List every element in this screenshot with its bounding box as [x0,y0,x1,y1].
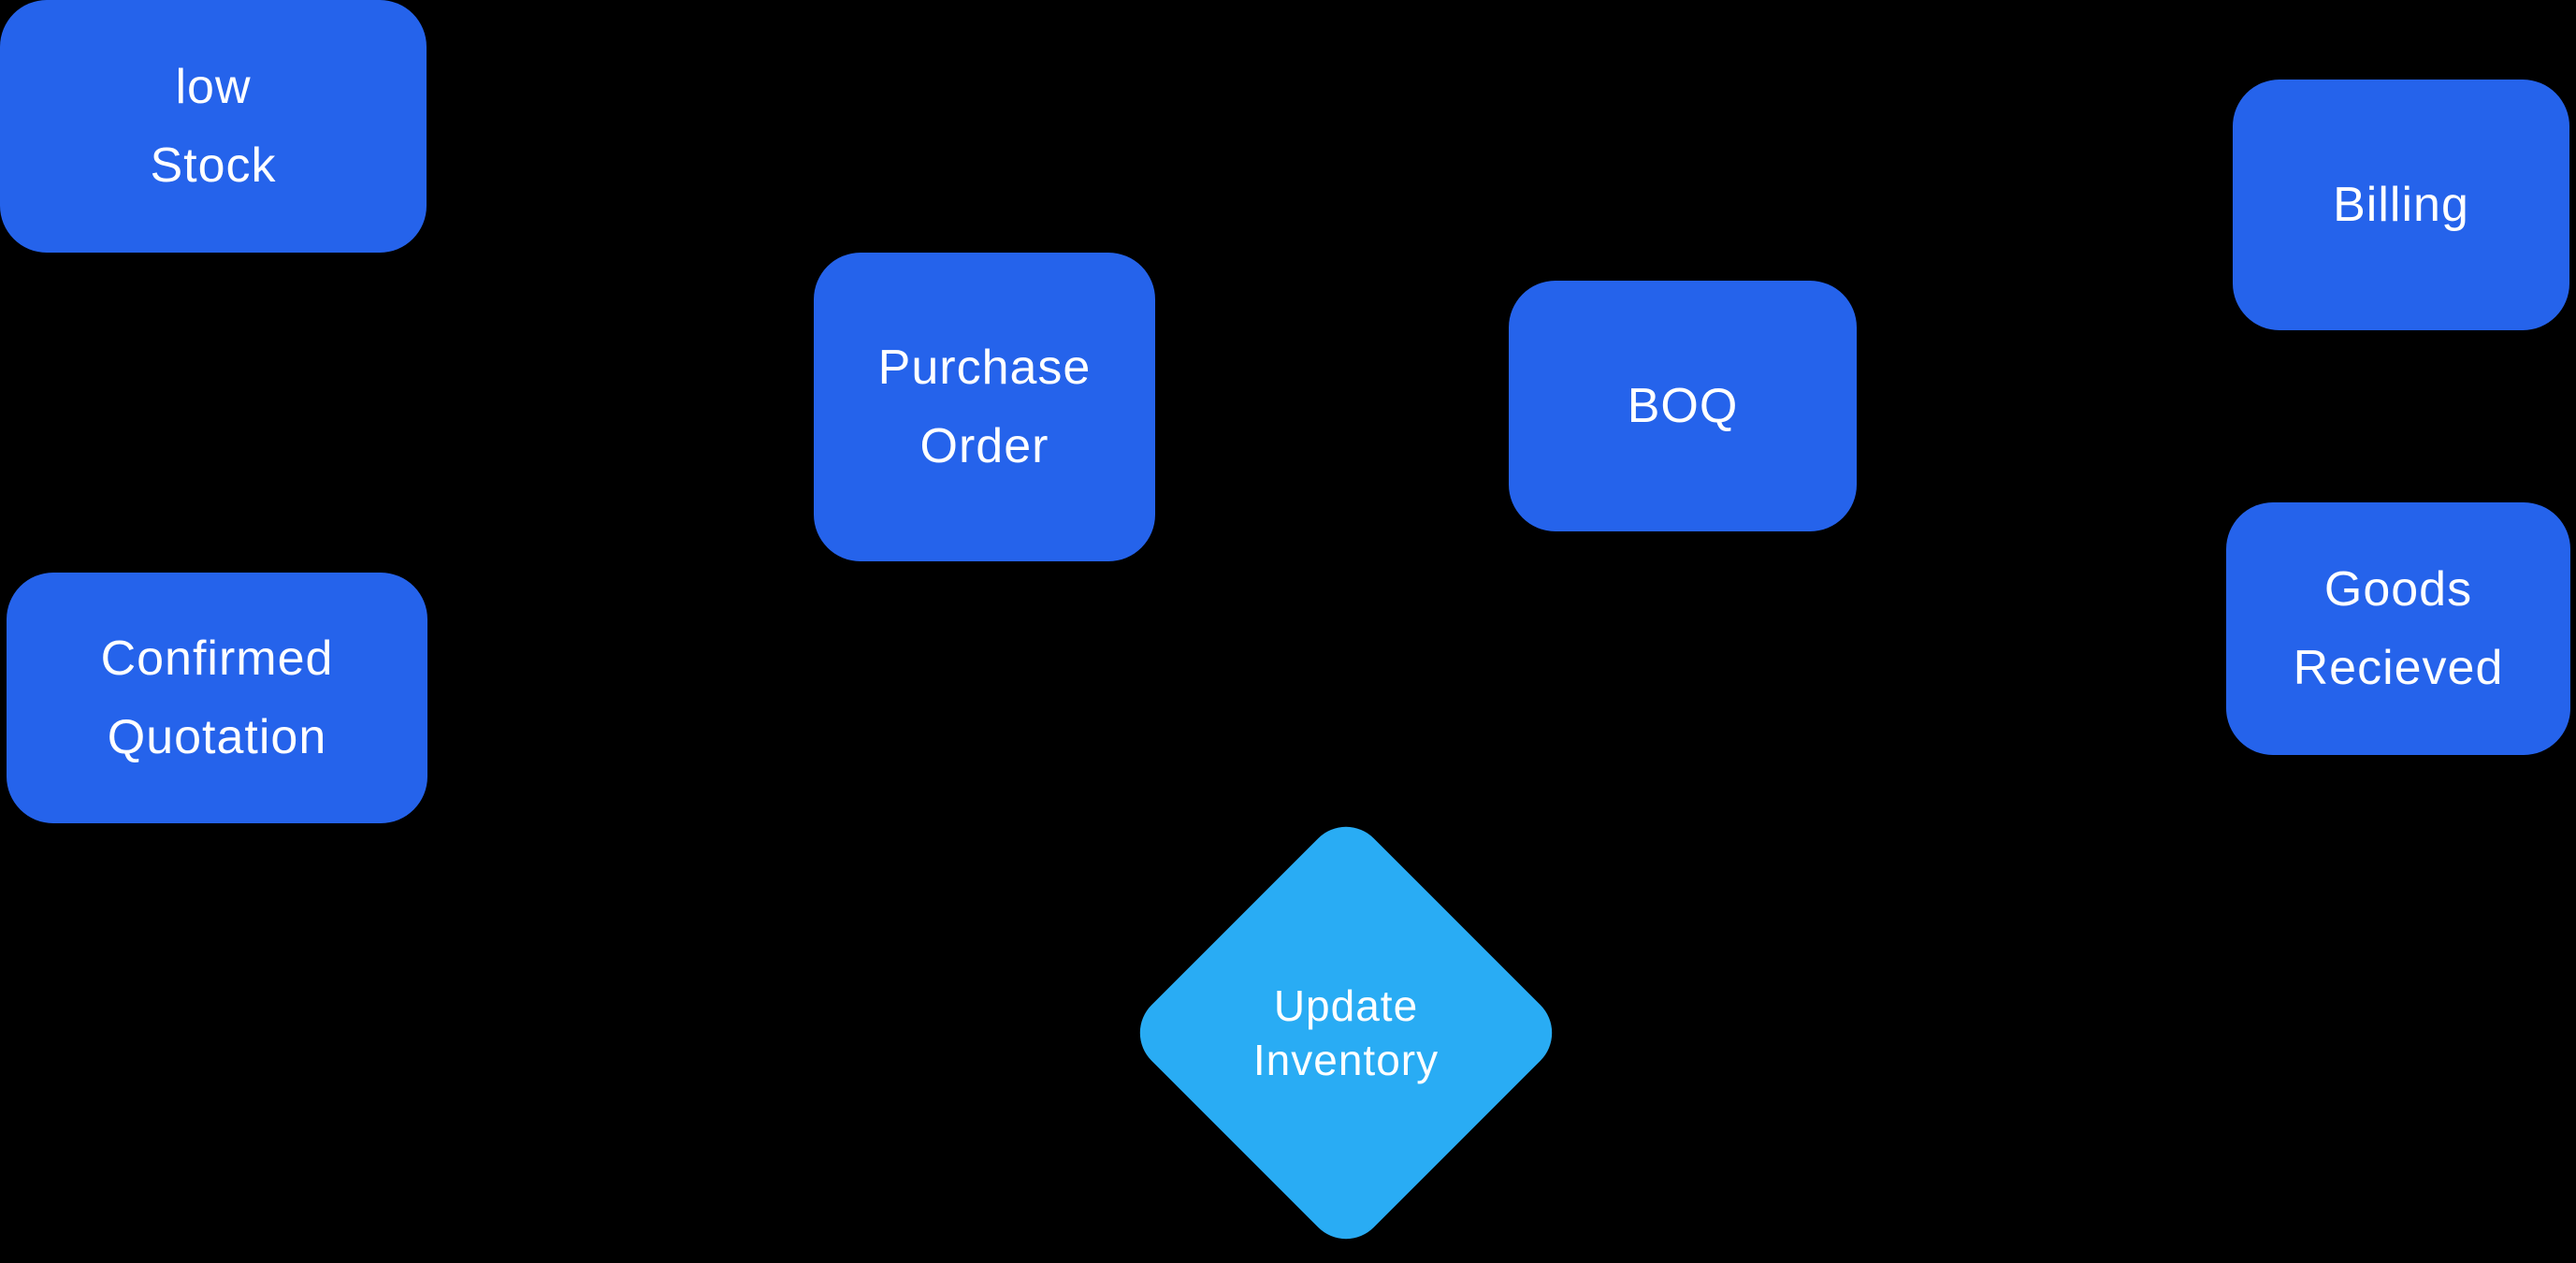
node-label-line: Stock [150,138,277,193]
node-label: Update Inventory [1189,876,1503,1190]
node-label-line: Order [919,419,1049,473]
node-label-line: Goods [2323,562,2473,617]
node-label-line: Inventory [1252,1036,1440,1084]
node-update-inventory[interactable]: Update Inventory [1123,810,1569,1256]
node-purchase-order[interactable]: Purchase Order [814,253,1155,561]
node-label-line: low [175,60,252,114]
node-billing[interactable]: Billing [2233,80,2569,330]
node-label-line: Recieved [2293,641,2504,695]
node-goods-recieved[interactable]: Goods Recieved [2226,502,2570,755]
node-label-line: Confirmed [100,632,334,686]
node-label-line: Purchase [877,341,1092,395]
node-label-line: Update [1273,981,1419,1030]
node-label-line: BOQ [1627,379,1739,433]
node-confirmed-quotation[interactable]: Confirmed Quotation [7,573,427,823]
node-boq[interactable]: BOQ [1509,281,1857,531]
node-label-line: Billing [2333,178,2469,232]
node-label-line: Quotation [107,710,327,764]
node-low-stock[interactable]: low Stock [0,0,427,253]
